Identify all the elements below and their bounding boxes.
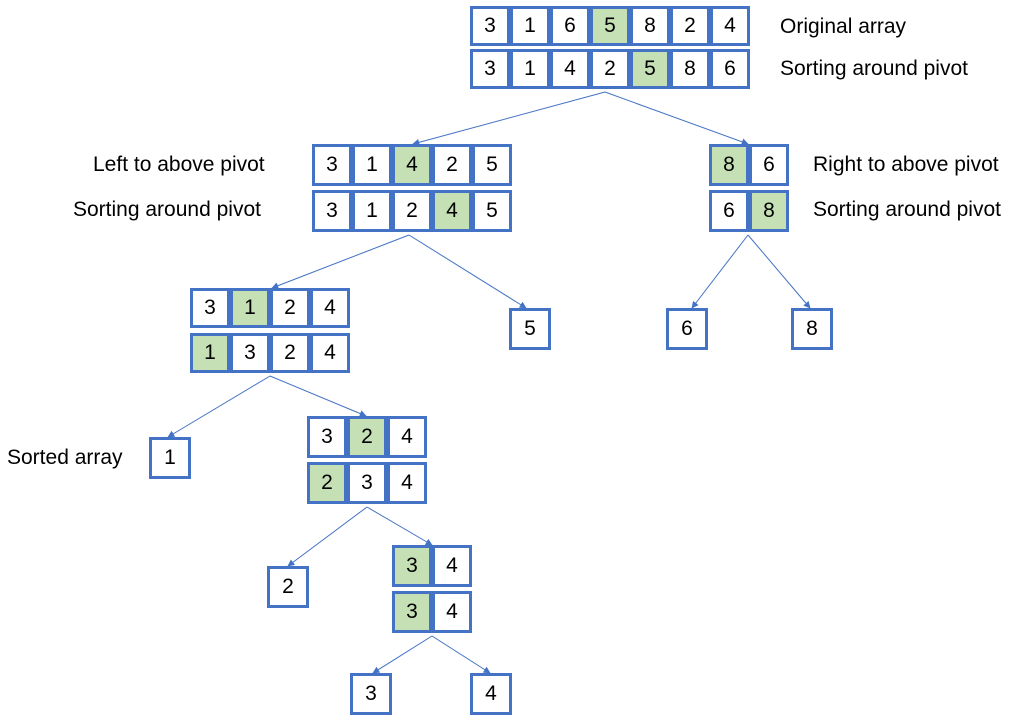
array-cell: 1: [149, 437, 191, 479]
tree-edge-arrow: [691, 234, 749, 309]
array-cell: 4: [432, 190, 472, 232]
array-cell: 4: [550, 49, 590, 89]
array-cell: 3: [392, 591, 432, 633]
array-cell: 6: [710, 49, 750, 89]
array-cell: 8: [630, 6, 670, 46]
array-cell: 3: [312, 190, 352, 232]
tree-edge-arrow: [167, 375, 271, 438]
array-cell: 4: [392, 144, 432, 186]
array-cell: 3: [470, 49, 510, 89]
array-cell: 5: [590, 6, 630, 46]
tree-edge-arrow: [287, 506, 368, 567]
array-cell: 2: [270, 333, 310, 373]
array-cell: 1: [352, 190, 392, 232]
array-cell: 4: [310, 333, 350, 373]
array-cell: 4: [387, 462, 427, 504]
array-cell: 6: [709, 190, 749, 232]
array-cell: 4: [387, 416, 427, 458]
array-cell: 3: [190, 288, 230, 328]
label-sorting-left: Sorting around pivot: [73, 198, 261, 221]
array-cell: 2: [347, 416, 387, 458]
tree-edge-arrow: [408, 234, 527, 309]
array-cell: 3: [230, 333, 270, 373]
array-cell: 4: [432, 591, 472, 633]
array-cell: 3: [350, 673, 392, 715]
tree-edge-arrow: [366, 506, 433, 546]
array-cell: 6: [550, 6, 590, 46]
array-cell: 6: [666, 308, 708, 350]
array-cell: 4: [710, 6, 750, 46]
tree-edge-arrow: [269, 375, 367, 417]
array-cell: 3: [307, 416, 347, 458]
array-cell: 6: [749, 144, 789, 186]
array-cell: 2: [270, 288, 310, 328]
label-original-array: Original array: [780, 15, 907, 38]
tree-edge-arrow: [604, 91, 749, 146]
array-cell: 5: [472, 144, 512, 186]
array-cell: 4: [470, 673, 512, 715]
array-cell: 2: [307, 462, 347, 504]
array-cell: 5: [630, 49, 670, 89]
array-cell: 2: [670, 6, 710, 46]
array-cell: 8: [670, 49, 710, 89]
label-sorted-array: Sorted array: [7, 446, 123, 469]
tree-edge-arrow: [747, 234, 811, 309]
tree-edge-arrow: [372, 635, 433, 674]
array-cell: 8: [791, 308, 833, 350]
array-cell: 8: [709, 144, 749, 186]
array-cell: 5: [472, 190, 512, 232]
array-cell: 1: [352, 144, 392, 186]
array-cell: 2: [392, 190, 432, 232]
array-cell: 1: [230, 288, 270, 328]
tree-edge-arrow: [412, 91, 606, 146]
array-cell: 4: [310, 288, 350, 328]
array-cell: 2: [590, 49, 630, 89]
label-right-to-above-pivot: Right to above pivot: [813, 153, 999, 176]
array-cell: 8: [749, 190, 789, 232]
array-cell: 1: [510, 49, 550, 89]
array-cell: 3: [347, 462, 387, 504]
array-cell: 2: [267, 566, 309, 608]
array-cell: 3: [392, 545, 432, 587]
array-cell: 1: [510, 6, 550, 46]
array-cell: 5: [509, 308, 551, 350]
tree-edge-arrow: [271, 234, 410, 289]
array-cell: 3: [470, 6, 510, 46]
label-sorting-root: Sorting around pivot: [780, 57, 968, 80]
array-cell: 4: [432, 545, 472, 587]
array-cell: 1: [190, 333, 230, 373]
array-cell: 2: [432, 144, 472, 186]
label-left-to-above-pivot: Left to above pivot: [93, 153, 265, 176]
array-cell: 3: [312, 144, 352, 186]
tree-edge-arrow: [431, 635, 491, 674]
label-sorting-right: Sorting around pivot: [813, 198, 1001, 221]
